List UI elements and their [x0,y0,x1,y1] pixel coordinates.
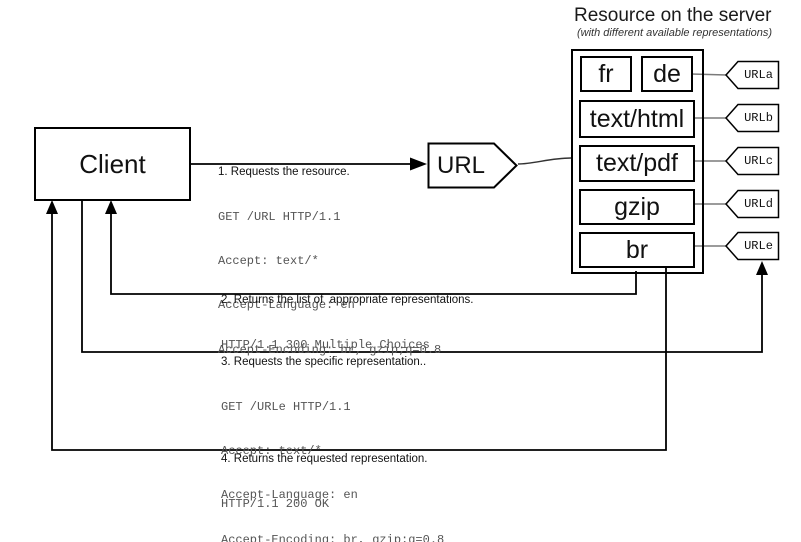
http-line: Accept-Language: en [218,298,355,313]
client-label: Client [79,148,146,179]
url-tag-label: URLc [744,154,773,168]
url-tag-label: URLb [744,111,773,125]
step-1-http-request: GET /URL HTTP/1.1 Accept: text/* Accept-… [218,180,441,387]
step-1-label: 1. Requests the resource. [218,166,350,178]
http-line: Accept: text/* [218,253,319,268]
representation-text-html: text/html [579,100,695,138]
url-node: URL [427,142,519,189]
http-line: Content-Location: /URLe [221,541,428,542]
arrow-step2-head [105,200,117,214]
step-4-returns-representation: 4. Returns the requested representation.… [221,453,428,542]
http-line: HTTP/1.1 200 OK [221,496,330,511]
representation-fr: fr [580,56,632,92]
representation-text-pdf: text/pdf [579,145,695,182]
server-box [571,49,704,274]
step-3-http-request: GET /URLe HTTP/1.1 Accept: text/* Accept… [221,370,444,542]
representation-gzip: gzip [579,189,695,225]
arrow-step1-head [410,157,427,171]
representation-label: de [653,59,681,88]
http-line: Accept-Encoding: br, gzip;q=0.8 [221,532,445,542]
step-3-request-specific: 3. Requests the specific representation.… [221,356,444,542]
connector-urla [690,73,728,76]
url-tag-b: URLb [725,103,780,133]
arrow-step4-head [46,200,58,214]
url-tag-e: URLe [725,231,780,261]
step-4-http-response: HTTP/1.1 200 OK Content-Location: /URLe … [221,467,428,542]
http-line: Accept: text/* [221,443,322,458]
http-line: GET /URL HTTP/1.1 [218,209,341,224]
step-1-request-resource: 1. Requests the resource. GET /URL HTTP/… [218,166,441,387]
representation-br: br [579,232,695,268]
client-node: Client [34,127,191,201]
url-tag-c: URLc [725,146,780,176]
http-line: Accept-Language: en [221,488,358,503]
url-label: URL [436,152,485,179]
step-2-http-response: HTTP/1.1 300 Multiple Choices [221,308,474,382]
arrow-step4-line [51,212,667,451]
http-line: Accept-Encoding: br, gzip;q=0.8 [218,342,442,357]
url-tag-label: URLa [744,68,773,82]
step-2-label: 2. Returns the list of appropriate repre… [221,294,474,306]
server-subtitle: (with different available representation… [577,27,773,39]
representation-de: de [641,56,693,92]
step-2-returns-list: 2. Returns the list of appropriate repre… [221,294,474,382]
step-3-label: 3. Requests the specific representation.… [221,356,427,368]
representation-label: text/pdf [596,149,678,177]
wire-url-to-server [517,157,572,165]
url-pentagon-shape [427,142,518,189]
http-line: HTTP/1.1 300 Multiple Choices [221,337,430,352]
url-tag-label: URLd [744,197,773,211]
url-tag-label: URLe [744,239,773,253]
representation-label: gzip [614,192,660,221]
url-tag-d: URLd [725,189,780,219]
representation-label: fr [598,59,614,88]
arrow-step2-line [110,212,637,295]
arrow-step3-line [81,199,763,353]
url-tag-a: URLa [725,60,780,90]
arrow-step3-head [756,261,768,275]
server-title: Resource on the server [574,5,772,26]
representation-label: text/html [589,104,685,133]
http-line: GET /URLe HTTP/1.1 [221,399,351,414]
representation-label: br [625,235,649,264]
step-4-label: 4. Returns the requested representation. [221,453,428,465]
